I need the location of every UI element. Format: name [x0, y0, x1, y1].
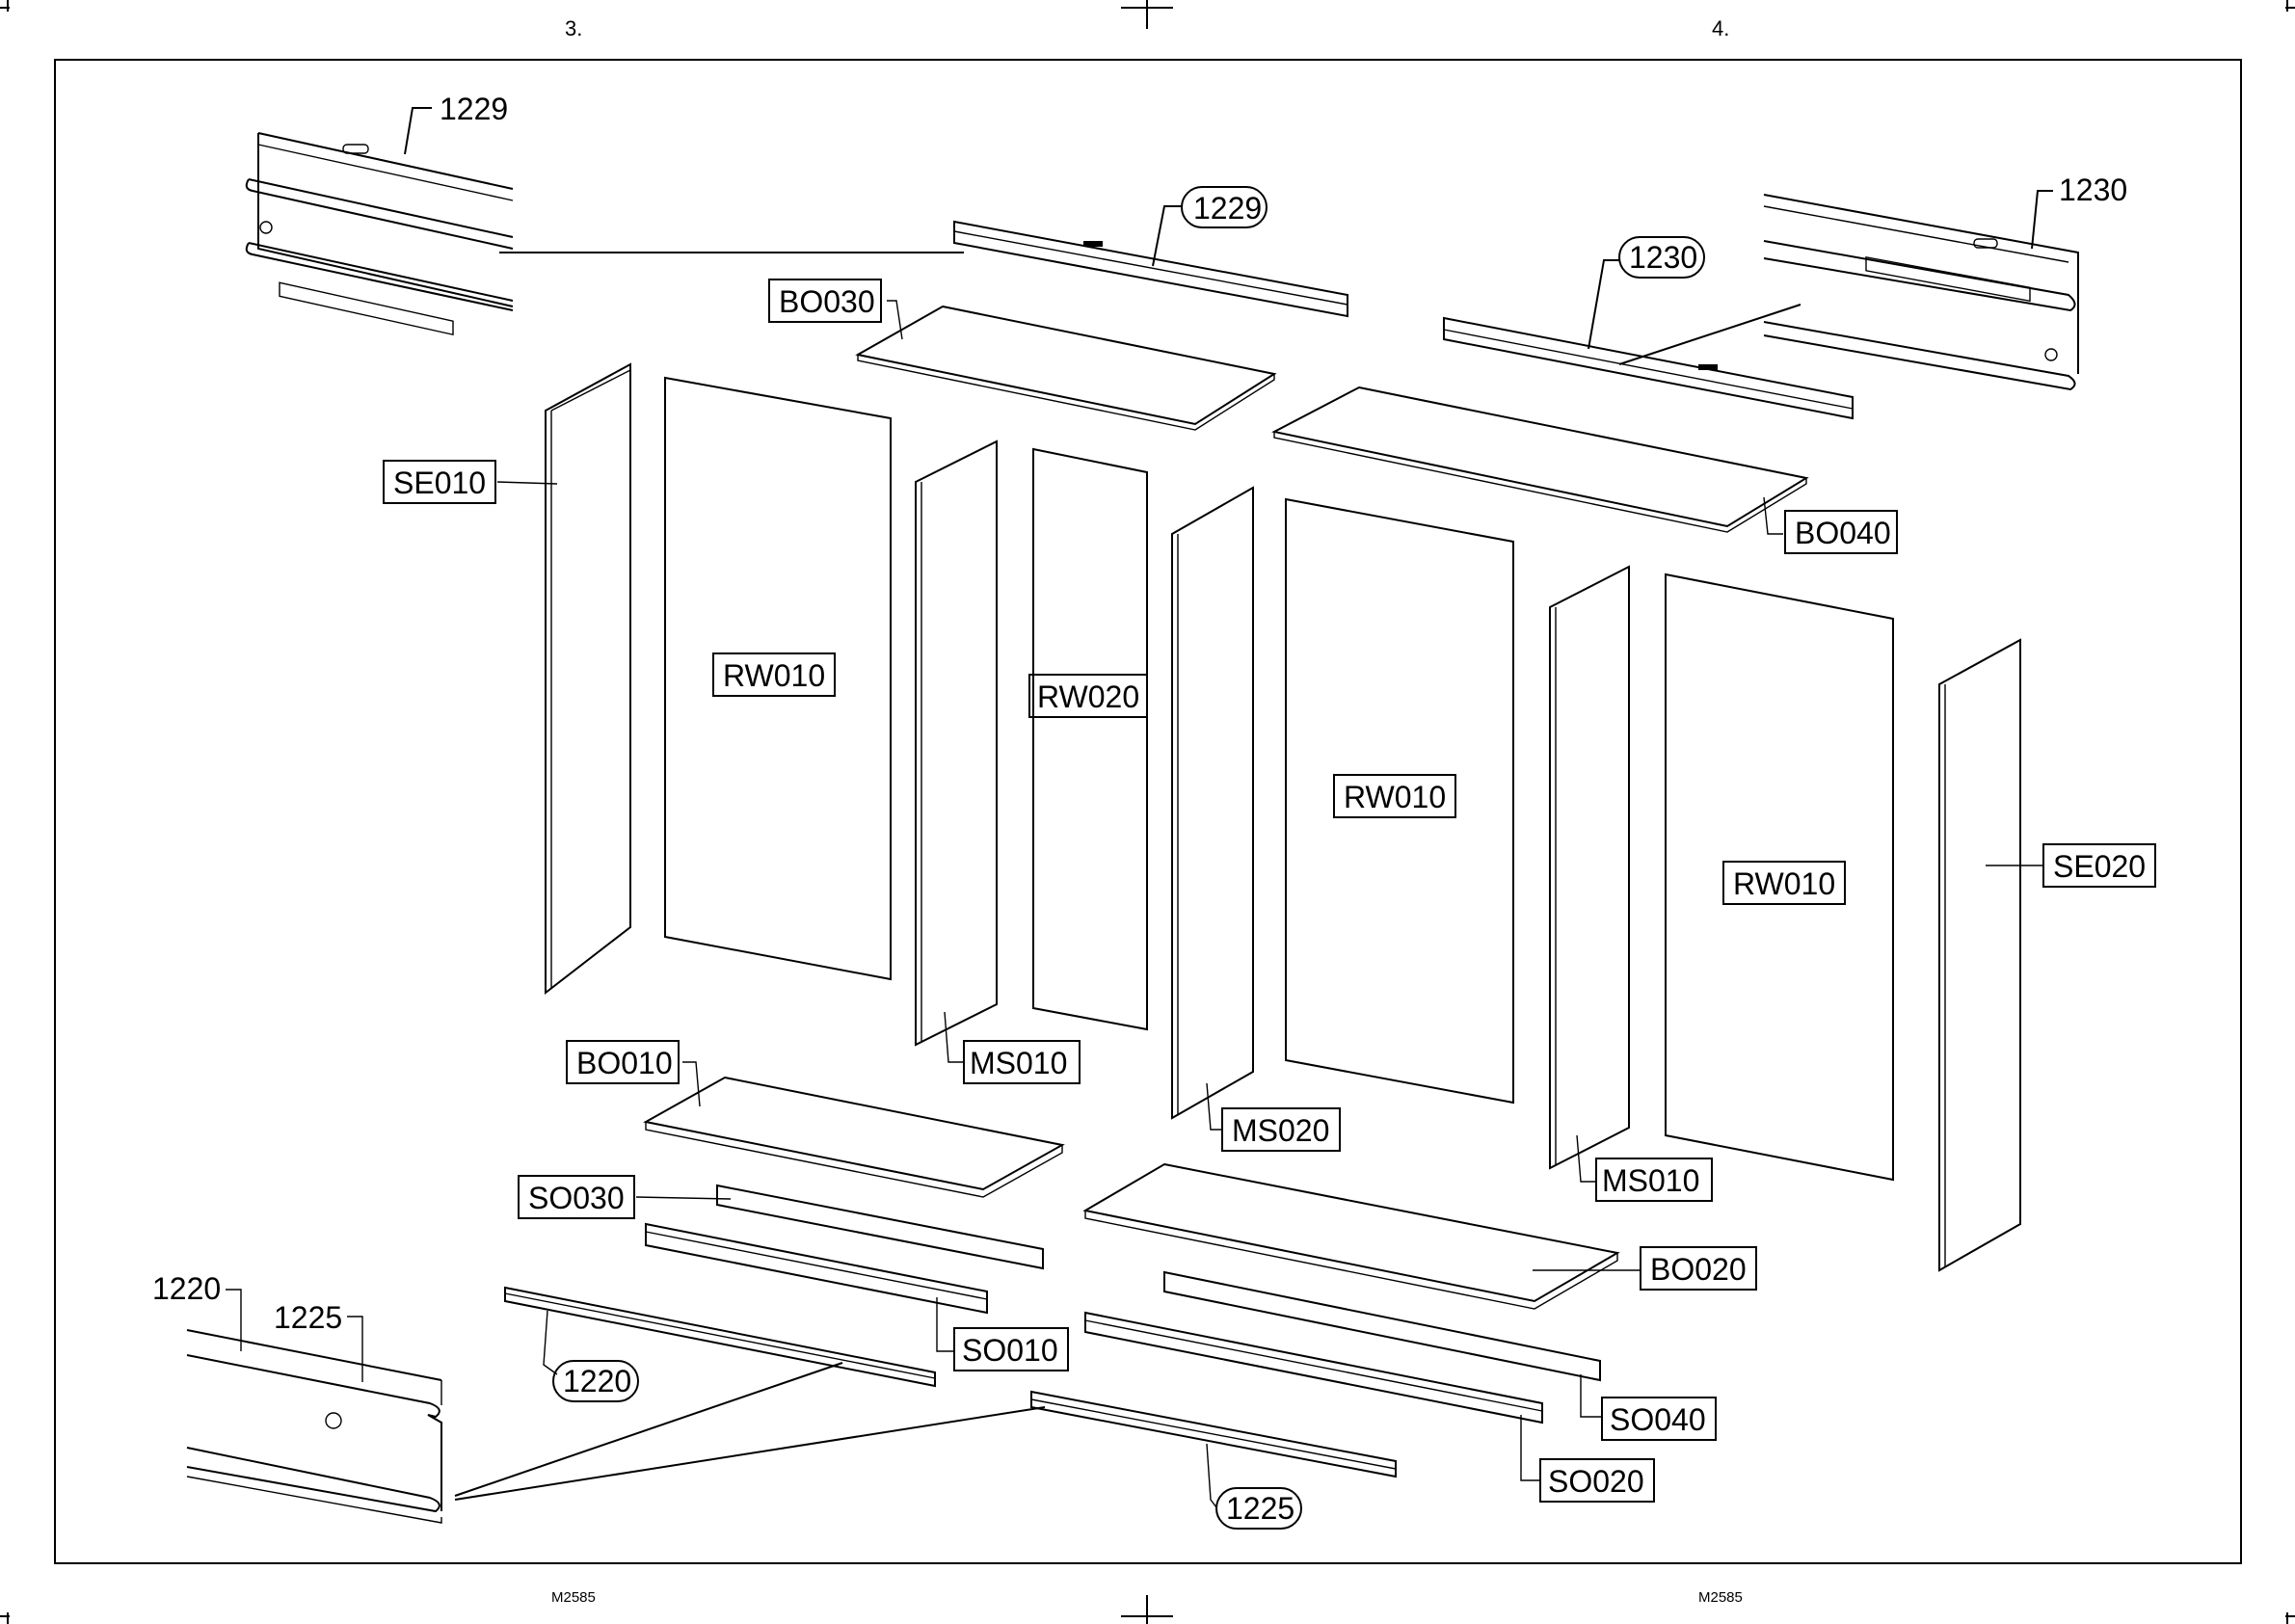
label-rw020: RW020: [1037, 679, 1139, 714]
back-wall-rw020: [1033, 449, 1147, 1029]
label-ms010-a: MS010: [970, 1046, 1067, 1080]
label-se020: SE020: [2053, 849, 2146, 884]
label-so010: SO010: [962, 1333, 1058, 1368]
rail-1229: [954, 222, 1348, 316]
label-detail-1229: 1229: [440, 92, 508, 126]
label-rail-1220: 1220: [563, 1364, 631, 1398]
middle-side-ms010-b: [1550, 567, 1629, 1168]
label-so040: SO040: [1610, 1402, 1706, 1437]
rail-1230-detail: [1619, 195, 2078, 389]
label-ms010-b: MS010: [1602, 1163, 1699, 1198]
board-bo010: [646, 1078, 1062, 1197]
label-so020: SO020: [1548, 1464, 1644, 1499]
rail-1225: [1031, 1392, 1396, 1477]
page-number-left: 3.: [565, 16, 582, 40]
label-rail-1229: 1229: [1193, 191, 1262, 226]
label-rw010-b: RW010: [1344, 780, 1446, 814]
board-bo030: [858, 306, 1274, 430]
label-so030: SO030: [528, 1181, 625, 1215]
label-bo030: BO030: [779, 284, 875, 319]
middle-side-ms020: [1172, 488, 1253, 1118]
rail-1220-1225-detail: [187, 1330, 1045, 1523]
plinth-so020: [1085, 1313, 1542, 1423]
label-ms020: MS020: [1232, 1113, 1329, 1148]
label-rw010-c: RW010: [1733, 866, 1835, 901]
rail-1230: [1444, 318, 1853, 418]
label-rail-1230: 1230: [1629, 240, 1697, 275]
label-detail-1225: 1225: [274, 1300, 342, 1335]
label-bo010: BO010: [576, 1046, 673, 1080]
footer-code-right: M2585: [1698, 1589, 1743, 1606]
side-panel-se010: [546, 364, 630, 993]
label-rail-1225: 1225: [1226, 1491, 1294, 1526]
middle-side-ms010-a: [916, 441, 997, 1045]
label-detail-1230: 1230: [2059, 173, 2127, 207]
board-bo040: [1274, 387, 1806, 532]
label-detail-1220: 1220: [152, 1271, 221, 1306]
label-se010: SE010: [393, 466, 486, 500]
label-bo040: BO040: [1795, 516, 1891, 550]
label-bo020: BO020: [1650, 1252, 1747, 1287]
page-number-right: 4.: [1712, 16, 1729, 40]
side-panel-se020: [1939, 640, 2020, 1270]
label-rw010-a: RW010: [723, 658, 825, 693]
footer-code-left: M2585: [551, 1589, 596, 1606]
